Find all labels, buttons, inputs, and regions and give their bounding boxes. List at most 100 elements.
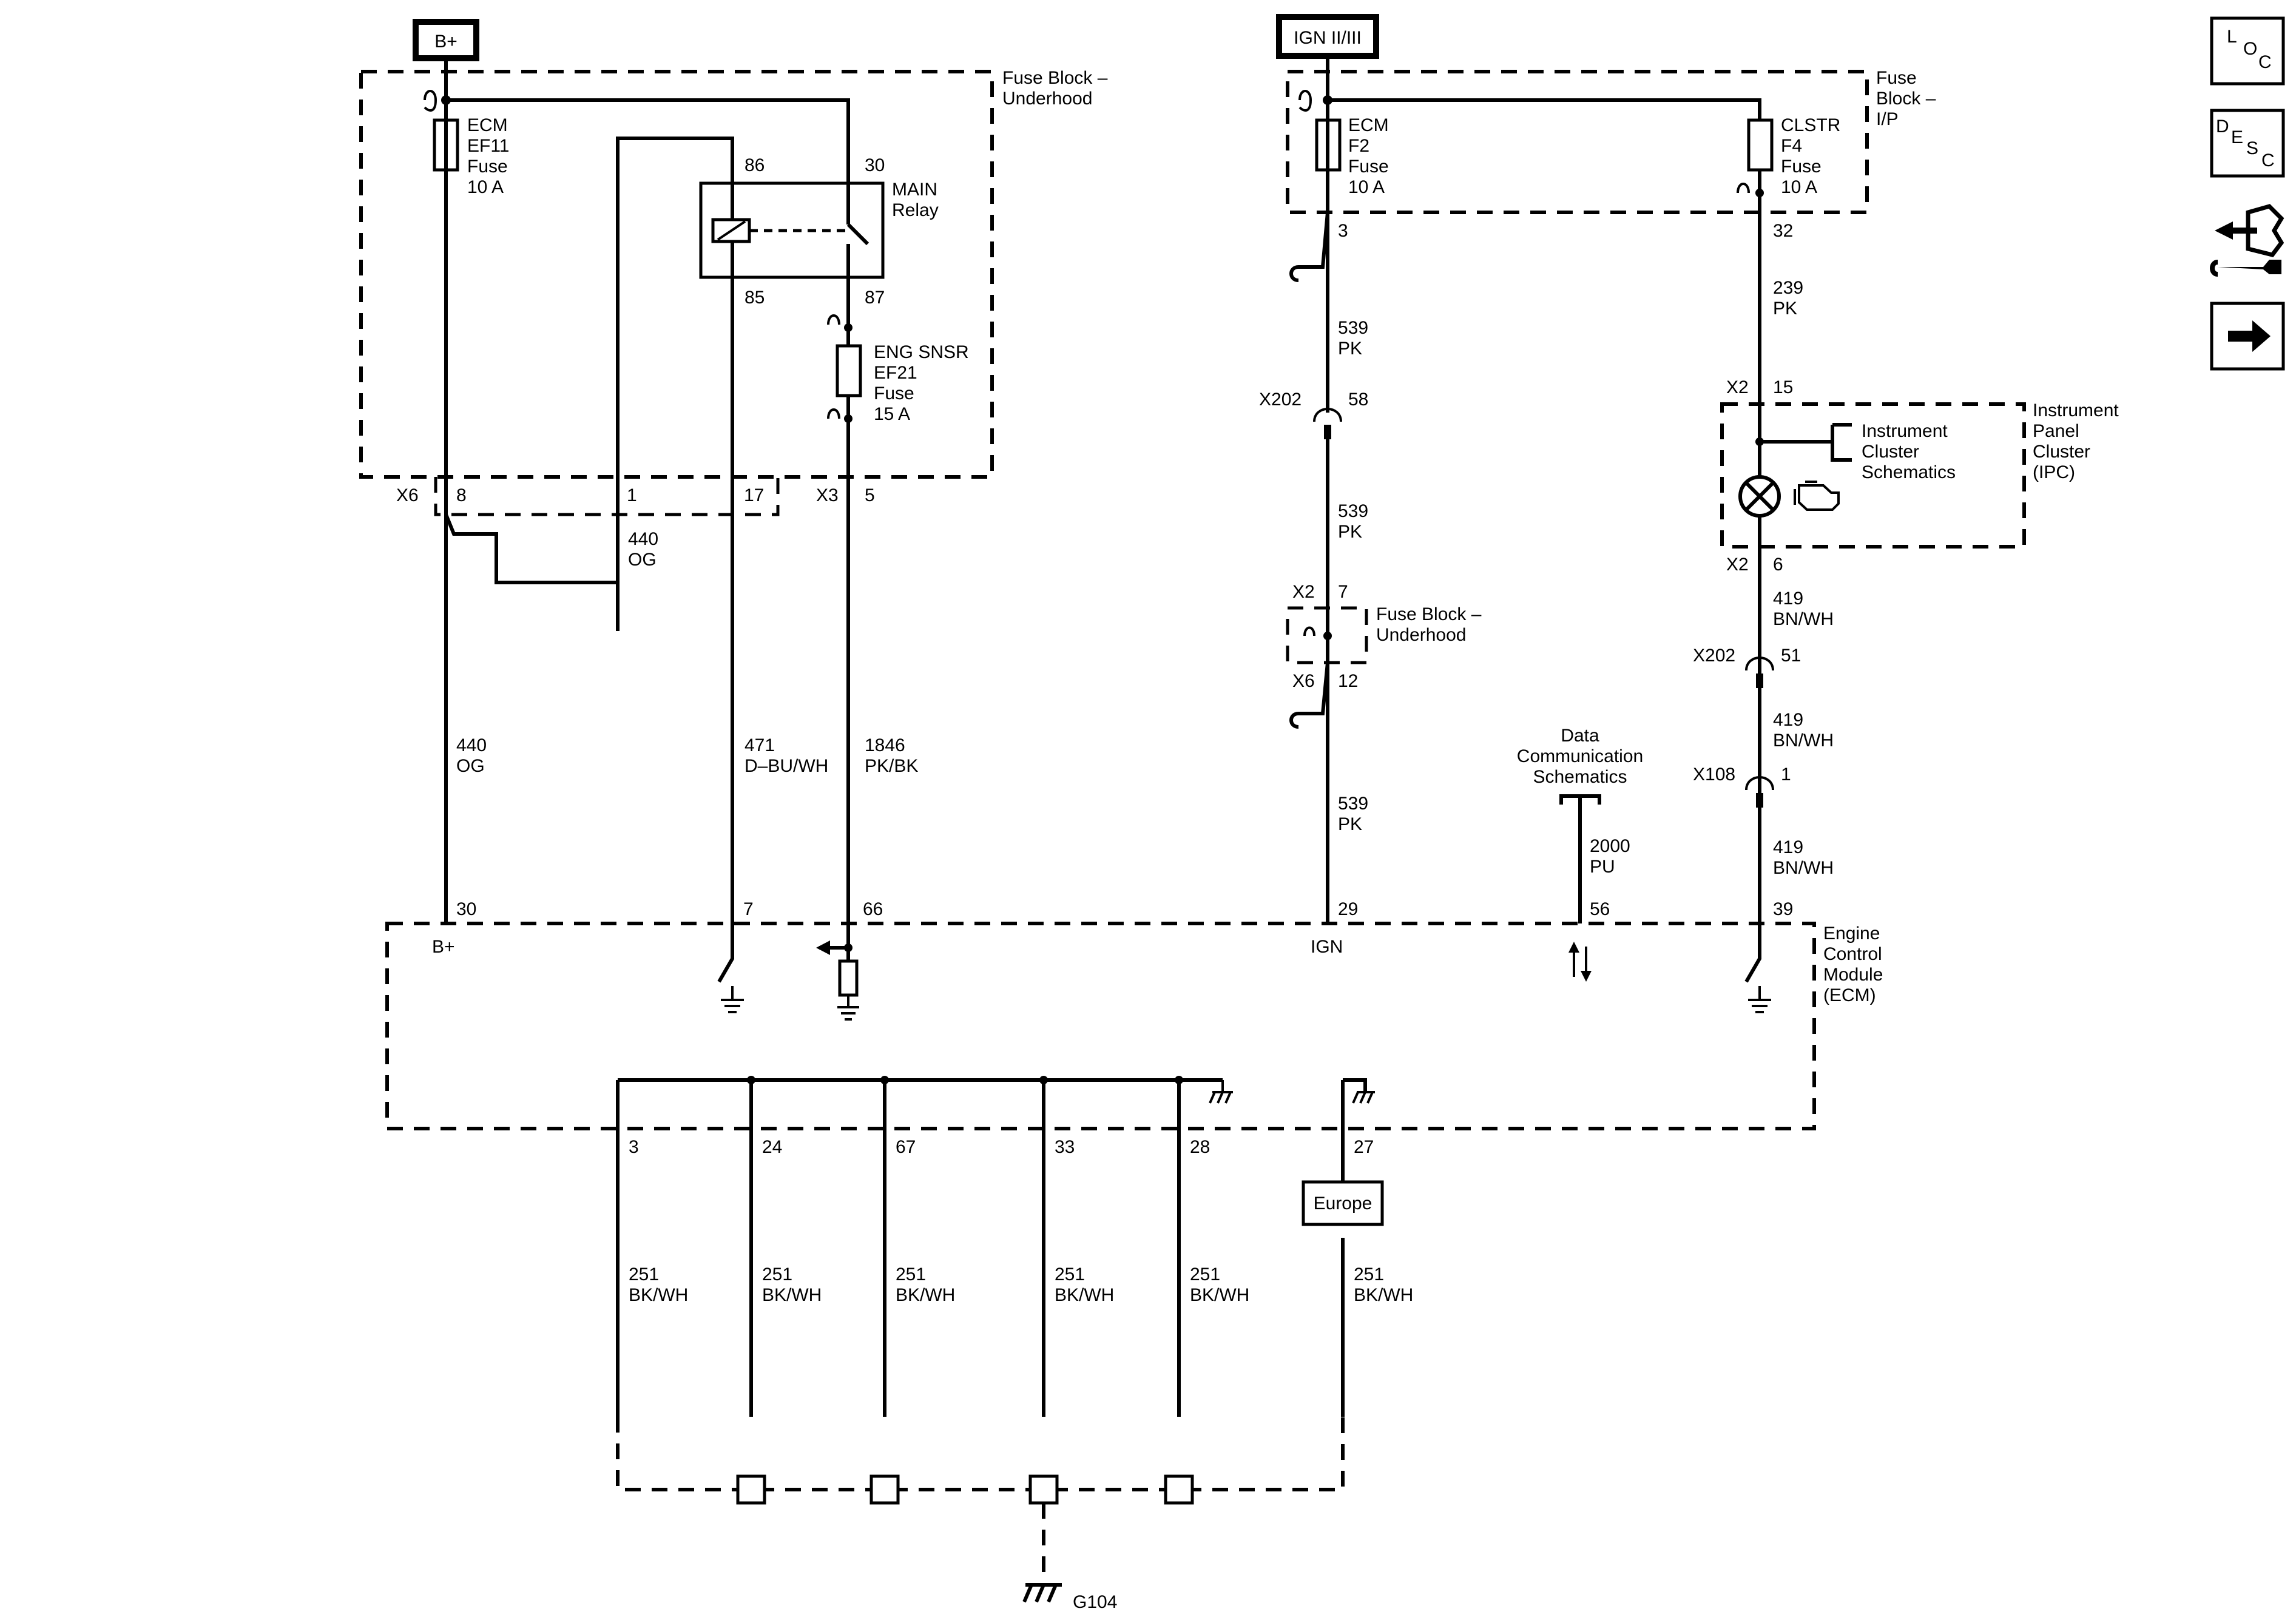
wire-251-e-color: BK/WH	[1190, 1285, 1249, 1305]
ecm-pin-29: 29	[1338, 899, 1358, 919]
loc-letter-o: O	[2243, 39, 2257, 59]
connector-x2-a: X2	[1292, 582, 1315, 602]
wire-440-a: 440	[628, 529, 658, 549]
wire-251-d-color: BK/WH	[1055, 1285, 1114, 1305]
fuse-block-underhood-title: Fuse Block –	[1002, 68, 1108, 88]
pin-x6-1: 1	[627, 485, 637, 505]
wire-419-b: 419	[1773, 710, 1803, 730]
fuse-block-underhood: Fuse Block – Underhood	[359, 68, 1108, 479]
fuse-ef11-label-1: ECM	[467, 115, 508, 135]
wire-251-d: 251	[1055, 1264, 1085, 1284]
wire-251-e: 251	[1190, 1264, 1220, 1284]
fuse-ef11-label-4: 10 A	[467, 177, 504, 197]
wire-539-a-color: PK	[1338, 339, 1362, 359]
desc-letter-c: C	[2261, 150, 2275, 170]
ipc-ref-3: Schematics	[1862, 462, 1956, 482]
data-comm-line-2: Communication	[1517, 746, 1643, 766]
ecm-bplus-label: B+	[432, 937, 455, 957]
data-comm-line-3: Schematics	[1533, 767, 1627, 787]
wire-251-c-color: BK/WH	[896, 1285, 955, 1305]
desc-letter-e: E	[2231, 127, 2243, 147]
fuse-ef21-label-1: ENG SNSR	[874, 342, 969, 362]
main-relay: MAIN Relay 86 30 85 87	[699, 155, 939, 923]
connector-wrench-icon[interactable]	[2210, 204, 2284, 277]
connector-x108: X108	[1693, 765, 1735, 785]
loc-letter-l: L	[2227, 27, 2237, 47]
fuse-f2-label-3: Fuse	[1348, 157, 1389, 177]
engine-symbol-icon	[1794, 481, 1840, 511]
wire-251-f: 251	[1354, 1264, 1384, 1284]
desc-letter-s: S	[2246, 138, 2258, 158]
relay-pin-86: 86	[745, 155, 765, 175]
fuse-f4-label-3: Fuse	[1781, 157, 1822, 177]
wire-251-b-color: BK/WH	[762, 1285, 822, 1305]
wire-440-b: 440	[456, 735, 487, 755]
fuse-f2-label-2: F2	[1348, 136, 1369, 156]
ecm-pin-67: 67	[896, 1137, 916, 1157]
ground-g104-label: G104	[1073, 1592, 1117, 1612]
ecm-pin-30: 30	[456, 899, 476, 919]
wire-2000: 2000	[1590, 836, 1630, 856]
ecm-pin-24: 24	[762, 1137, 782, 1157]
ign-label: IGN II/III	[1294, 28, 1362, 48]
check-engine-lamp-icon	[1738, 475, 1781, 518]
fuse-f4-label-1: CLSTR	[1781, 115, 1840, 135]
wire-251-a-color: BK/WH	[629, 1285, 688, 1305]
fuse-block-ip-title-3: I/P	[1876, 109, 1899, 129]
pin-x202-58: 58	[1348, 390, 1368, 410]
pin-x6-17: 17	[744, 485, 764, 505]
desc-button[interactable]: D E S C	[2210, 109, 2285, 178]
relay-pin-30: 30	[865, 155, 885, 175]
wire-239-color: PK	[1773, 299, 1797, 319]
pin-x6-8: 8	[456, 485, 467, 505]
loc-button[interactable]: L O C	[2210, 16, 2285, 86]
wire-539-b: 539	[1338, 501, 1368, 521]
pin-x3-5: 5	[865, 485, 875, 505]
fuse-block-ip: Fuse Block – I/P	[1286, 68, 1936, 214]
ecm-pin-28: 28	[1190, 1137, 1210, 1157]
fuse-ef11-label-2: EF11	[467, 136, 509, 156]
ecm-ign-label: IGN	[1311, 937, 1343, 957]
wire-419-a: 419	[1773, 589, 1803, 609]
connector-x6: X6	[396, 485, 419, 505]
ipc-title-4: (IPC)	[2033, 462, 2075, 482]
ipc-title-1: Instrument	[2033, 400, 2119, 420]
europe-label: Europe	[1314, 1193, 1373, 1214]
connector-x2-c: X2	[1726, 555, 1749, 575]
wire-419-c: 419	[1773, 837, 1803, 857]
ecm-title-4: (ECM)	[1823, 985, 1876, 1005]
fuse-ef21-label-2: EF21	[874, 363, 917, 383]
ecm-pin-33: 33	[1055, 1137, 1075, 1157]
wire-539-c-color: PK	[1338, 814, 1362, 834]
bplus-power-box: B+	[413, 19, 479, 61]
fuse-block-ip-title-2: Block –	[1876, 89, 1936, 109]
connector-x202-b: X202	[1693, 646, 1735, 666]
wire-440-a-color: OG	[628, 550, 657, 570]
wire-539-a: 539	[1338, 318, 1368, 338]
right-arrow-icon	[2228, 320, 2271, 352]
fuse-clstr-f4: CLSTR F4 Fuse 10 A	[1747, 115, 1840, 197]
wire-251-f-color: BK/WH	[1354, 1285, 1413, 1305]
relay-name-2: Relay	[892, 200, 939, 220]
ecm-title-1: Engine	[1823, 923, 1880, 944]
ecm-pin-27: 27	[1354, 1137, 1374, 1157]
fuse-eng-snsr-ef21: ENG SNSR EF21 Fuse 15 A	[836, 342, 969, 424]
next-arrow-button[interactable]	[2210, 302, 2285, 371]
pin-x108-1: 1	[1781, 765, 1791, 785]
pin-x2-15: 15	[1773, 377, 1793, 397]
bplus-label: B+	[434, 32, 458, 52]
ecm-title-2: Control	[1823, 944, 1882, 964]
pin-ip-3: 3	[1338, 221, 1348, 241]
ecm-pin-56: 56	[1590, 899, 1610, 919]
wire-251-a: 251	[629, 1264, 659, 1284]
ecm-pin-7: 7	[743, 899, 754, 919]
loc-letter-c: C	[2258, 52, 2272, 72]
inline-fuse-block-underhood: Fuse Block – Underhood	[1286, 604, 1482, 664]
wire-2000-color: PU	[1590, 857, 1615, 877]
instrument-panel-cluster: Instrument Panel Cluster (IPC) Instrumen…	[1720, 400, 2119, 549]
connector-x3: X3	[816, 485, 839, 505]
inline-fuse-block-subtitle: Underhood	[1376, 625, 1466, 645]
europe-option-box: Europe	[1302, 1180, 1384, 1226]
wire-539-c: 539	[1338, 794, 1368, 814]
